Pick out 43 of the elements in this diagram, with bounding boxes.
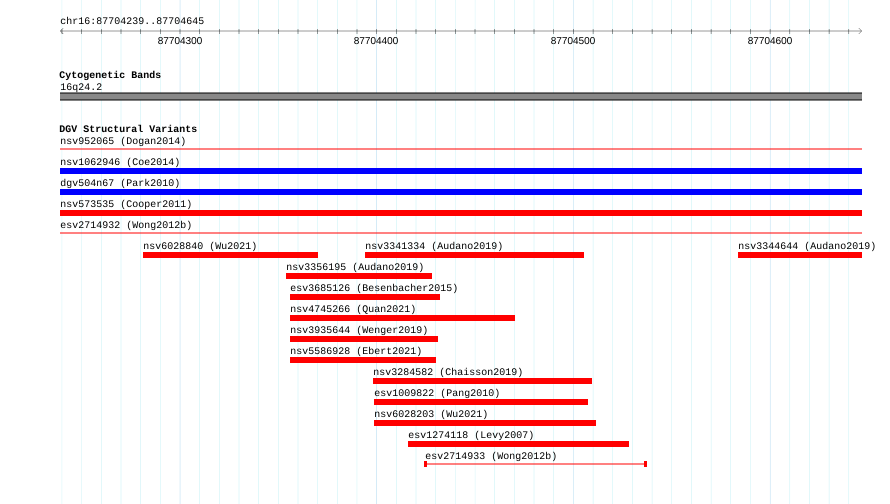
variant-bar: nsv573535 (Cooper2011) xyxy=(60,200,862,216)
node-label: esv2714933 (Wong2012b) xyxy=(426,452,556,462)
node-label: nsv6028840 (Wu2021) xyxy=(144,242,256,252)
tick-label: 87704500 xyxy=(551,37,595,44)
variant-bar: esv3685126 (Besenbacher2015) xyxy=(290,284,457,300)
tick-label: 87704400 xyxy=(354,37,398,44)
node-label: nsv4745266 (Quan2021) xyxy=(291,304,415,314)
node-label: 16q24.2 xyxy=(60,83,102,92)
variant-bar: esv2714932 (Wong2012b) xyxy=(60,220,862,234)
variant-bar: nsv3935644 (Wenger2019) xyxy=(290,326,438,342)
node-label: nsv6028203 (Wu2021) xyxy=(375,410,487,420)
ruler-title: chr16:87704239..87704645 xyxy=(60,16,204,24)
variant-bar: nsv5586928 (Ebert2021) xyxy=(290,346,436,363)
tick-label: 87704300 xyxy=(158,37,202,44)
node-label: nsv3341334 (Audano2019) xyxy=(366,242,502,252)
node-label: dgv504n67 (Park2010) xyxy=(60,178,179,188)
variant-bar: nsv3284582 (Chaisson2019) xyxy=(373,368,592,384)
variant-bar: nsv952065 (Dogan2014) xyxy=(60,136,862,150)
variant-bar: esv1274118 (Levy2007) xyxy=(408,430,629,447)
node-label: esv1009822 (Pang2010) xyxy=(374,388,499,398)
track-heading: DGV Structural Variants xyxy=(60,124,197,132)
variant-bar: nsv3356195 (Audano2019) xyxy=(286,262,432,279)
variant-bar: esv2714933 (Wong2012b) xyxy=(424,452,647,467)
node-label: nsv5586928 (Ebert2021) xyxy=(291,346,421,356)
node-label: esv1274118 (Levy2007) xyxy=(408,430,533,440)
variant-bar: dgv504n67 (Park2010) xyxy=(60,178,862,195)
track-heading: Cytogenetic Bands xyxy=(60,70,161,80)
tick-label: 87704600 xyxy=(748,37,792,44)
variant-bar: nsv1062946 (Coe2014) xyxy=(60,158,862,174)
variant-bar: nsv6028203 (Wu2021) xyxy=(374,410,596,426)
variant-bar: nsv4745266 (Quan2021) xyxy=(290,304,515,321)
variant-bar: nsv6028840 (Wu2021) xyxy=(143,242,318,258)
node-label: nsv573535 (Cooper2011) xyxy=(61,200,191,210)
cytoband-bar: 16q24.2 xyxy=(60,83,862,100)
node-label: nsv3935644 (Wenger2019) xyxy=(291,326,427,336)
variant-bar: nsv3341334 (Audano2019) xyxy=(365,242,584,258)
node-label: nsv3344644 (Audano2019) xyxy=(739,242,875,252)
node-label: nsv3356195 (Audano2019) xyxy=(287,262,423,272)
variant-bar: nsv3344644 (Audano2019) xyxy=(738,242,875,258)
node-label: nsv1062946 (Coe2014) xyxy=(61,158,179,168)
node-label: esv3685126 (Besenbacher2015) xyxy=(290,284,457,294)
variant-bar: esv1009822 (Pang2010) xyxy=(374,388,588,405)
node-label: nsv3284582 (Chaisson2019) xyxy=(374,368,522,378)
